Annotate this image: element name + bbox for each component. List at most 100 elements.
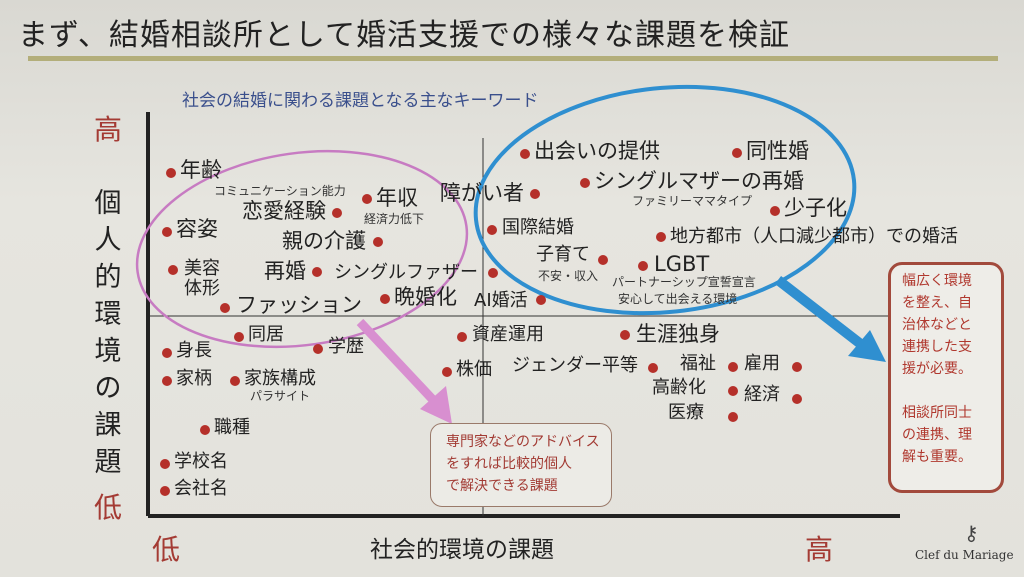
keyword-label: ジェンダー平等: [512, 355, 638, 376]
page-title: まず、結婚相談所として婚活支援での様々な課題を検証: [18, 18, 790, 53]
keyword-label: 晩婚化: [394, 285, 457, 309]
keyword-label: 経済力低下: [364, 212, 425, 226]
brand-logo-icon: ⚷: [964, 521, 979, 545]
support-note-box: [888, 262, 1004, 493]
keyword-label: 国際結婚: [502, 217, 574, 238]
y-axis-low-label: 低: [94, 491, 123, 524]
keyword-label: コミュニケーション能力: [214, 184, 346, 198]
keyword-dot: [728, 412, 738, 422]
keyword-dot: [162, 227, 172, 237]
keyword-dot: [487, 225, 497, 235]
keyword-label: 経済: [744, 384, 780, 405]
y-axis-label: 個人的環境の課題: [94, 188, 122, 478]
keyword-dot: [313, 344, 323, 354]
keyword-label: 再婚: [264, 259, 306, 283]
keyword-dot: [380, 294, 390, 304]
keyword-label: 美容: [184, 258, 220, 279]
support-note-text: 幅広く環境 を整え、自 治体などと 連携した支 援が必要。 相談所同士 の連携、…: [902, 273, 972, 465]
keyword-label: 身長: [176, 340, 212, 361]
title-underline: [28, 56, 998, 61]
keyword-label: 年齢: [180, 158, 222, 182]
keyword-label: 安心して出会える環境: [618, 292, 738, 306]
keyword-label: ファッション: [236, 293, 362, 317]
keyword-dot: [648, 363, 658, 373]
blue-arrow-shaft: [774, 276, 866, 349]
keyword-label: シングルマザーの再婚: [594, 169, 804, 193]
keyword-label: 家柄: [176, 368, 212, 389]
keyword-dot: [234, 332, 244, 342]
keyword-label: 職種: [214, 417, 250, 438]
keyword-dot: [160, 486, 170, 496]
keyword-label: 地方都市（人口減少都市）での婚活: [670, 226, 958, 247]
keyword-dot: [220, 303, 230, 313]
keyword-label: 福祉: [680, 353, 716, 374]
keyword-dot: [520, 149, 530, 159]
keyword-dot: [620, 330, 630, 340]
keyword-label: 資産運用: [472, 324, 544, 345]
keyword-dot: [792, 362, 802, 372]
keyword-label: AI婚活: [474, 290, 528, 311]
keyword-dot: [230, 376, 240, 386]
individual-note-text: 専門家などのアドバイス をすれば比較的個人 で解決できる課題: [446, 434, 600, 494]
keyword-label: パートナーシップ宣誓宣言: [612, 275, 756, 289]
pink-arrow-head: [420, 386, 452, 424]
keyword-dot: [638, 261, 648, 271]
keyword-label: 出会いの提供: [534, 139, 660, 163]
keyword-label: 子育て: [536, 244, 590, 265]
keyword-label: LGBT: [654, 252, 710, 276]
keyword-label: 学校名: [174, 451, 228, 472]
subtitle: 社会の結婚に関わる課題となる主なキーワード: [182, 91, 539, 111]
keyword-label: 学歴: [328, 336, 364, 357]
keyword-dot: [373, 237, 383, 247]
keyword-dot: [457, 332, 467, 342]
keyword-label: 高齢化: [652, 377, 706, 398]
keyword-dot: [732, 148, 742, 158]
keyword-dot: [200, 425, 210, 435]
keyword-dot: [598, 255, 608, 265]
keyword-dot: [536, 295, 546, 305]
keyword-dot: [162, 348, 172, 358]
keyword-dot: [362, 194, 372, 204]
keyword-label: 医療: [668, 402, 704, 423]
keyword-dot: [728, 362, 738, 372]
keyword-label: 雇用: [744, 353, 780, 374]
keyword-label: 不安・収入: [538, 269, 599, 283]
keyword-label: 会社名: [174, 478, 228, 499]
keyword-label: 少子化: [784, 196, 847, 220]
keyword-label: 同性婚: [746, 139, 809, 163]
pink-arrow-shaft: [356, 318, 439, 406]
keyword-label: 同居: [248, 324, 284, 345]
keyword-dot: [166, 168, 176, 178]
y-axis-high-label: 高: [94, 113, 123, 146]
brand-name: Clef du Mariage: [915, 548, 1014, 562]
keyword-dot: [580, 178, 590, 188]
x-axis-low-label: 低: [152, 533, 181, 566]
keyword-label: 株価: [456, 359, 492, 380]
keyword-dot: [530, 189, 540, 199]
keyword-label: パラサイト: [250, 389, 311, 403]
keyword-dot: [728, 386, 738, 396]
keyword-label: 親の介護: [282, 229, 366, 253]
x-axis-label: 社会的環境の課題: [370, 537, 554, 563]
keyword-label: 体形: [184, 278, 220, 299]
keyword-dot: [770, 206, 780, 216]
keyword-dot: [488, 268, 498, 278]
x-axis-high-label: 高: [805, 533, 834, 566]
keyword-dot: [162, 376, 172, 386]
keyword-dot: [332, 208, 342, 218]
keyword-label: シングルファザー: [334, 262, 478, 283]
keyword-label: 家族構成: [244, 368, 316, 389]
keyword-label: 恋愛経験: [242, 199, 326, 223]
keyword-label: ファミリーママタイプ: [632, 194, 753, 208]
keyword-dot: [312, 267, 322, 277]
keyword-label: 生涯独身: [636, 322, 720, 346]
keyword-dot: [160, 459, 170, 469]
keyword-label: 年収: [376, 186, 418, 210]
keyword-dot: [442, 367, 452, 377]
blue-arrow-head: [848, 330, 886, 362]
keyword-label: 障がい者: [440, 181, 524, 205]
keyword-dot: [168, 265, 178, 275]
keyword-dot: [656, 232, 666, 242]
keyword-dot: [792, 394, 802, 404]
